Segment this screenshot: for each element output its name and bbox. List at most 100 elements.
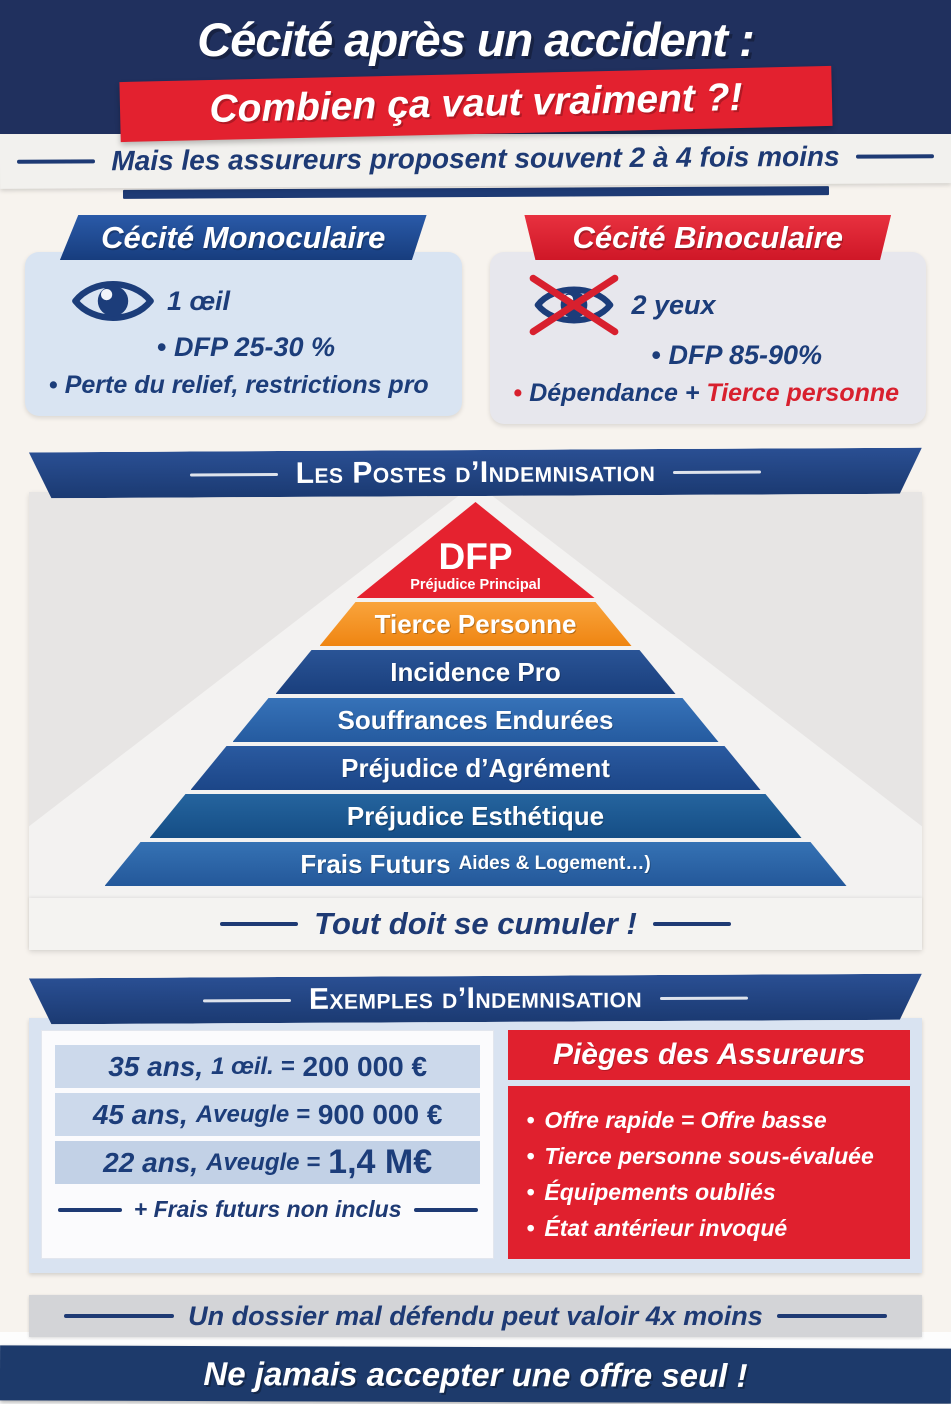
bullet-dot: • xyxy=(526,1179,535,1205)
pieges-title: Pièges des Assureurs xyxy=(508,1030,910,1080)
pyramid-layer-esthetique: Préjudice Esthétique xyxy=(150,794,802,838)
dash-line xyxy=(660,996,748,999)
card-note-text: Perte du relief, restrictions pro xyxy=(64,371,429,399)
dash-line xyxy=(203,998,291,1001)
card-note: • Dépendance + Tierce personne xyxy=(502,379,915,408)
bullet-dot: • xyxy=(157,332,167,362)
piege-item: • Équipements oubliés xyxy=(526,1179,904,1206)
dfp-rate-text: DFP 25-30 % xyxy=(173,332,336,362)
dash-line xyxy=(855,154,934,159)
eye-count-label: 2 yeux xyxy=(631,289,716,320)
indemnisation-pyramid: DFP Préjudice Principal Tierce Personne … xyxy=(29,502,922,886)
bullet-dot: • xyxy=(49,371,58,399)
card-monoculaire-title: Cécité Monoculaire xyxy=(101,219,386,255)
example-condition: 1 œil. = xyxy=(211,1052,295,1080)
pyramid-top-label: DFP xyxy=(438,536,513,577)
example-row-22: 22 ans, Aveugle = 1,4 M€ xyxy=(55,1141,481,1184)
example-value: 1,4 M€ xyxy=(328,1143,433,1181)
piege-text: État antérieur invoqué xyxy=(544,1215,788,1241)
final-advice-bar: Ne jamais accepter une offre seul ! xyxy=(0,1345,951,1404)
warning-bar: Un dossier mal défendu peut valoir 4x mo… xyxy=(29,1295,922,1337)
hero-banner-text: Combien ça vaut vraiment ?! xyxy=(208,75,743,132)
dash-line xyxy=(220,922,299,926)
pyramid-layer-label: Tierce Personne xyxy=(374,608,577,639)
piege-item: • Tierce personne sous-évaluée xyxy=(526,1143,904,1170)
bullet-dot: • xyxy=(526,1107,535,1133)
pyramid-layer-sublabel: Aides & Logement…) xyxy=(458,853,651,874)
piege-item: • Offre rapide = Offre basse xyxy=(526,1107,904,1134)
eye-icon xyxy=(72,281,154,321)
eye-line: 1 œil xyxy=(37,272,450,330)
example-row-45: 45 ans, Aveugle = 900 000 € xyxy=(55,1093,481,1136)
eye-line: 2 yeux xyxy=(502,272,915,338)
dash-line xyxy=(673,470,761,473)
pyramid-top-sublabel: Préjudice Principal xyxy=(410,577,541,593)
eye-count-label: 1 œil xyxy=(167,285,231,316)
card-note-prefix: Dépendance + xyxy=(529,379,707,407)
dash-line xyxy=(776,1314,887,1318)
pyramid-layer-label: Incidence Pro xyxy=(390,656,561,687)
hero-red-banner: Combien ça vaut vraiment ?! xyxy=(119,65,833,143)
example-row-35: 35 ans, 1 œil. = 200 000 € xyxy=(55,1045,481,1088)
piege-text: Offre rapide = Offre basse xyxy=(544,1107,827,1133)
bullet-dot: • xyxy=(513,379,523,407)
card-binoculaire-title: Cécité Binoculaire xyxy=(572,219,843,255)
cumul-strip: Tout doit se cumuler ! xyxy=(29,898,922,950)
pyramid-layer-label: Préjudice Esthétique xyxy=(346,800,605,831)
dash-line xyxy=(652,922,731,926)
pyramid-layer-frais-futurs: Frais Futurs Aides & Logement…) xyxy=(105,842,847,886)
examples-wrap: 35 ans, 1 œil. = 200 000 € 45 ans, Aveug… xyxy=(29,1018,922,1273)
pyramid-section-title: Les Postes d’Indemnisation xyxy=(295,455,656,490)
examples-card: 35 ans, 1 œil. = 200 000 € 45 ans, Aveug… xyxy=(41,1030,495,1259)
card-note-highlight: Tierce personne xyxy=(706,379,900,407)
card-monoculaire: Cécité Monoculaire 1 œil • DFP 25-30 % • xyxy=(25,215,462,424)
warning-part1: Un dossier xyxy=(188,1300,336,1331)
infographic-page: Cécité après un accident : Combien ça va… xyxy=(0,0,951,1332)
example-condition: Aveugle = xyxy=(206,1148,321,1176)
examples-note: + Frais futurs non inclus xyxy=(51,1196,484,1223)
bullet-dot: • xyxy=(526,1215,535,1241)
example-value: 900 000 € xyxy=(317,1098,443,1130)
example-condition: Aveugle = xyxy=(195,1100,310,1128)
card-binoculaire-banner: Cécité Binoculaire xyxy=(524,215,892,260)
crossed-eye-icon xyxy=(529,274,618,336)
card-binoculaire: Cécité Binoculaire 2 yeux • DFP 85-90% xyxy=(489,215,926,424)
pyramid-layer-incidence-pro: Incidence Pro xyxy=(276,650,676,694)
examples-note-text: + Frais futurs non inclus xyxy=(133,1196,402,1222)
card-note: • Perte du relief, restrictions pro xyxy=(37,371,450,400)
dfp-rate: • DFP 85-90% xyxy=(502,340,915,371)
dash-line xyxy=(413,1207,478,1212)
pyramid-layer-souffrances: Souffrances Endurées xyxy=(233,698,719,742)
warning-part2: mal défendu peut xyxy=(335,1300,567,1331)
examples-section-title: Exemples d’Indemnisation xyxy=(308,981,643,1016)
pieges-panel: Pièges des Assureurs • Offre rapide = Of… xyxy=(508,1030,910,1259)
cumul-text: Tout doit se cumuler ! xyxy=(314,906,637,941)
hero-header: Cécité après un accident : Combien ça va… xyxy=(0,0,951,143)
dash-line xyxy=(17,159,96,164)
piege-item: • État antérieur invoqué xyxy=(526,1215,904,1242)
examples-section-banner: Exemples d’Indemnisation xyxy=(29,974,922,1025)
example-age: 22 ans, xyxy=(103,1146,199,1178)
page-title: Cécité après un accident : xyxy=(197,13,754,66)
final-advice-text: Ne jamais accepter une offre seul ! xyxy=(203,1354,748,1394)
dash-line xyxy=(64,1314,175,1318)
comparison-cards: Cécité Monoculaire 1 œil • DFP 25-30 % • xyxy=(0,197,951,424)
pyramid-section-banner: Les Postes d’Indemnisation xyxy=(29,448,922,499)
card-binoculaire-body: 2 yeux • DFP 85-90% • Dépendance + Tierc… xyxy=(489,252,926,424)
pyramid-top-dfp: DFP Préjudice Principal xyxy=(356,502,595,598)
pyramid-layer-agrement: Préjudice d’Agrément xyxy=(191,746,761,790)
example-value: 200 000 € xyxy=(302,1050,428,1082)
card-monoculaire-body: 1 œil • DFP 25-30 % • Perte du relief, r… xyxy=(25,252,462,416)
card-monoculaire-banner: Cécité Monoculaire xyxy=(59,215,427,260)
dash-line xyxy=(57,1207,122,1212)
example-age: 35 ans, xyxy=(108,1050,204,1082)
bullet-dot: • xyxy=(526,1143,535,1169)
tagline-bold: 4 fois moins xyxy=(676,140,840,173)
warning-text: Un dossier mal défendu peut valoir 4x mo… xyxy=(188,1301,763,1332)
tagline: Mais les assureurs proposent souvent 2 à… xyxy=(111,141,839,177)
tagline-regular: Mais les assureurs proposent souvent 2 à xyxy=(111,141,677,177)
pieges-body: • Offre rapide = Offre basse • Tierce pe… xyxy=(508,1086,910,1259)
dash-line xyxy=(190,473,278,476)
pyramid-layer-label: Frais Futurs xyxy=(300,848,451,879)
pyramid-layer-tierce-personne: Tierce Personne xyxy=(320,602,632,646)
